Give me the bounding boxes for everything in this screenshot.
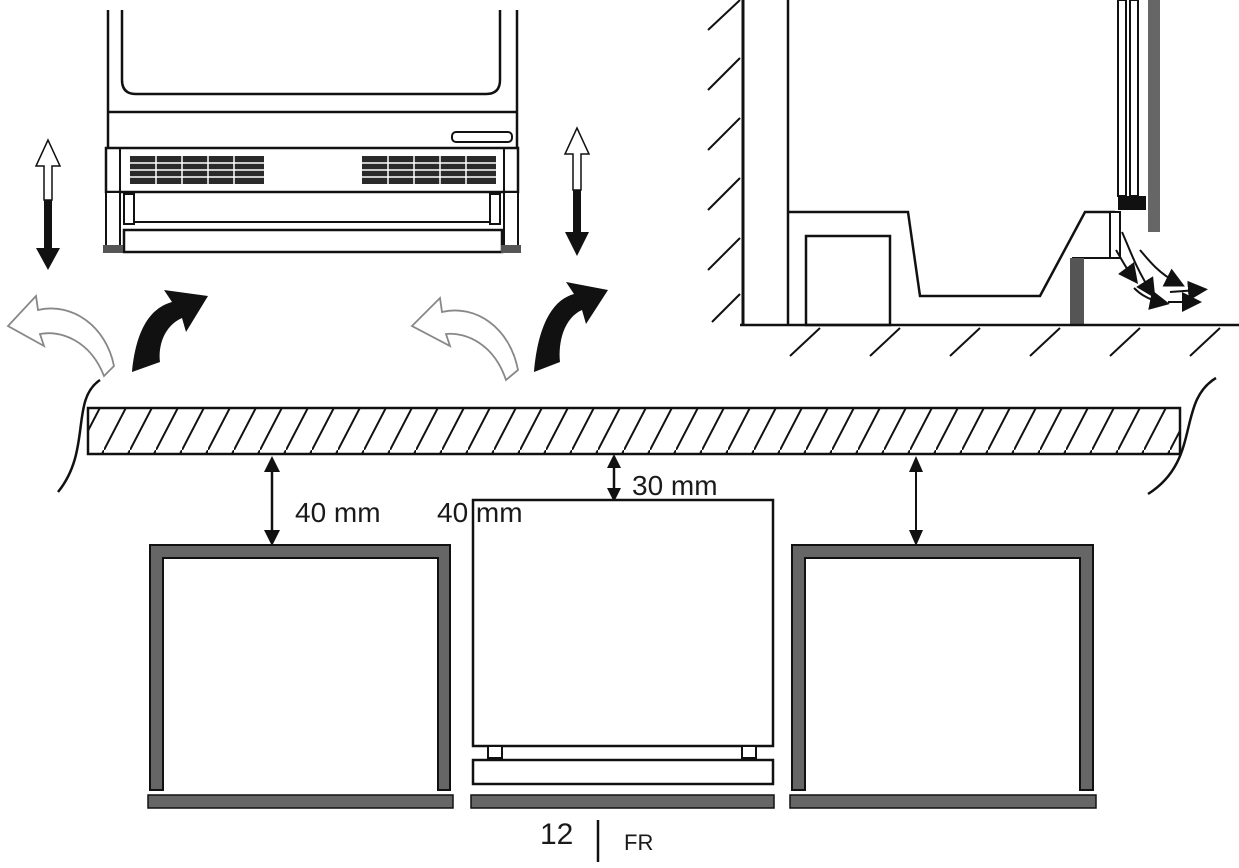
language-code: FR: [624, 830, 654, 855]
vent-grille-left: [130, 156, 264, 184]
clearance-label-left: 40 mm: [295, 497, 381, 528]
rotate-arrow-solid-left: [132, 290, 208, 372]
clearance-arrow-right: [909, 456, 923, 546]
rotate-arrow-outline-right: [410, 296, 519, 382]
side-section-view: [707, 0, 1239, 357]
clearance-label-middle-top: 30 mm: [632, 470, 718, 501]
airflow-arrows: [1115, 231, 1208, 312]
vent-grille-right: [362, 156, 496, 184]
clearance-label-middle-left: 40 mm: [437, 497, 523, 528]
page-number: 12: [540, 818, 574, 851]
rotate-arrow-solid-right: [534, 282, 608, 372]
adjustable-foot-right: [489, 191, 521, 253]
clearance-arrow-middle: [607, 454, 621, 502]
countertop: [57, 376, 1217, 496]
niche-left: [147, 544, 454, 809]
clearance-arrow-left: [264, 456, 280, 546]
height-adjust-arrow-right: [563, 126, 591, 256]
rotate-arrow-outline-left: [6, 294, 115, 378]
appliance-under-counter: [470, 498, 775, 809]
adjustable-foot-left: [103, 191, 135, 253]
appliance-front-view: [6, 10, 608, 382]
niche-right: [789, 544, 1097, 809]
height-adjust-arrow-left: [34, 138, 62, 270]
